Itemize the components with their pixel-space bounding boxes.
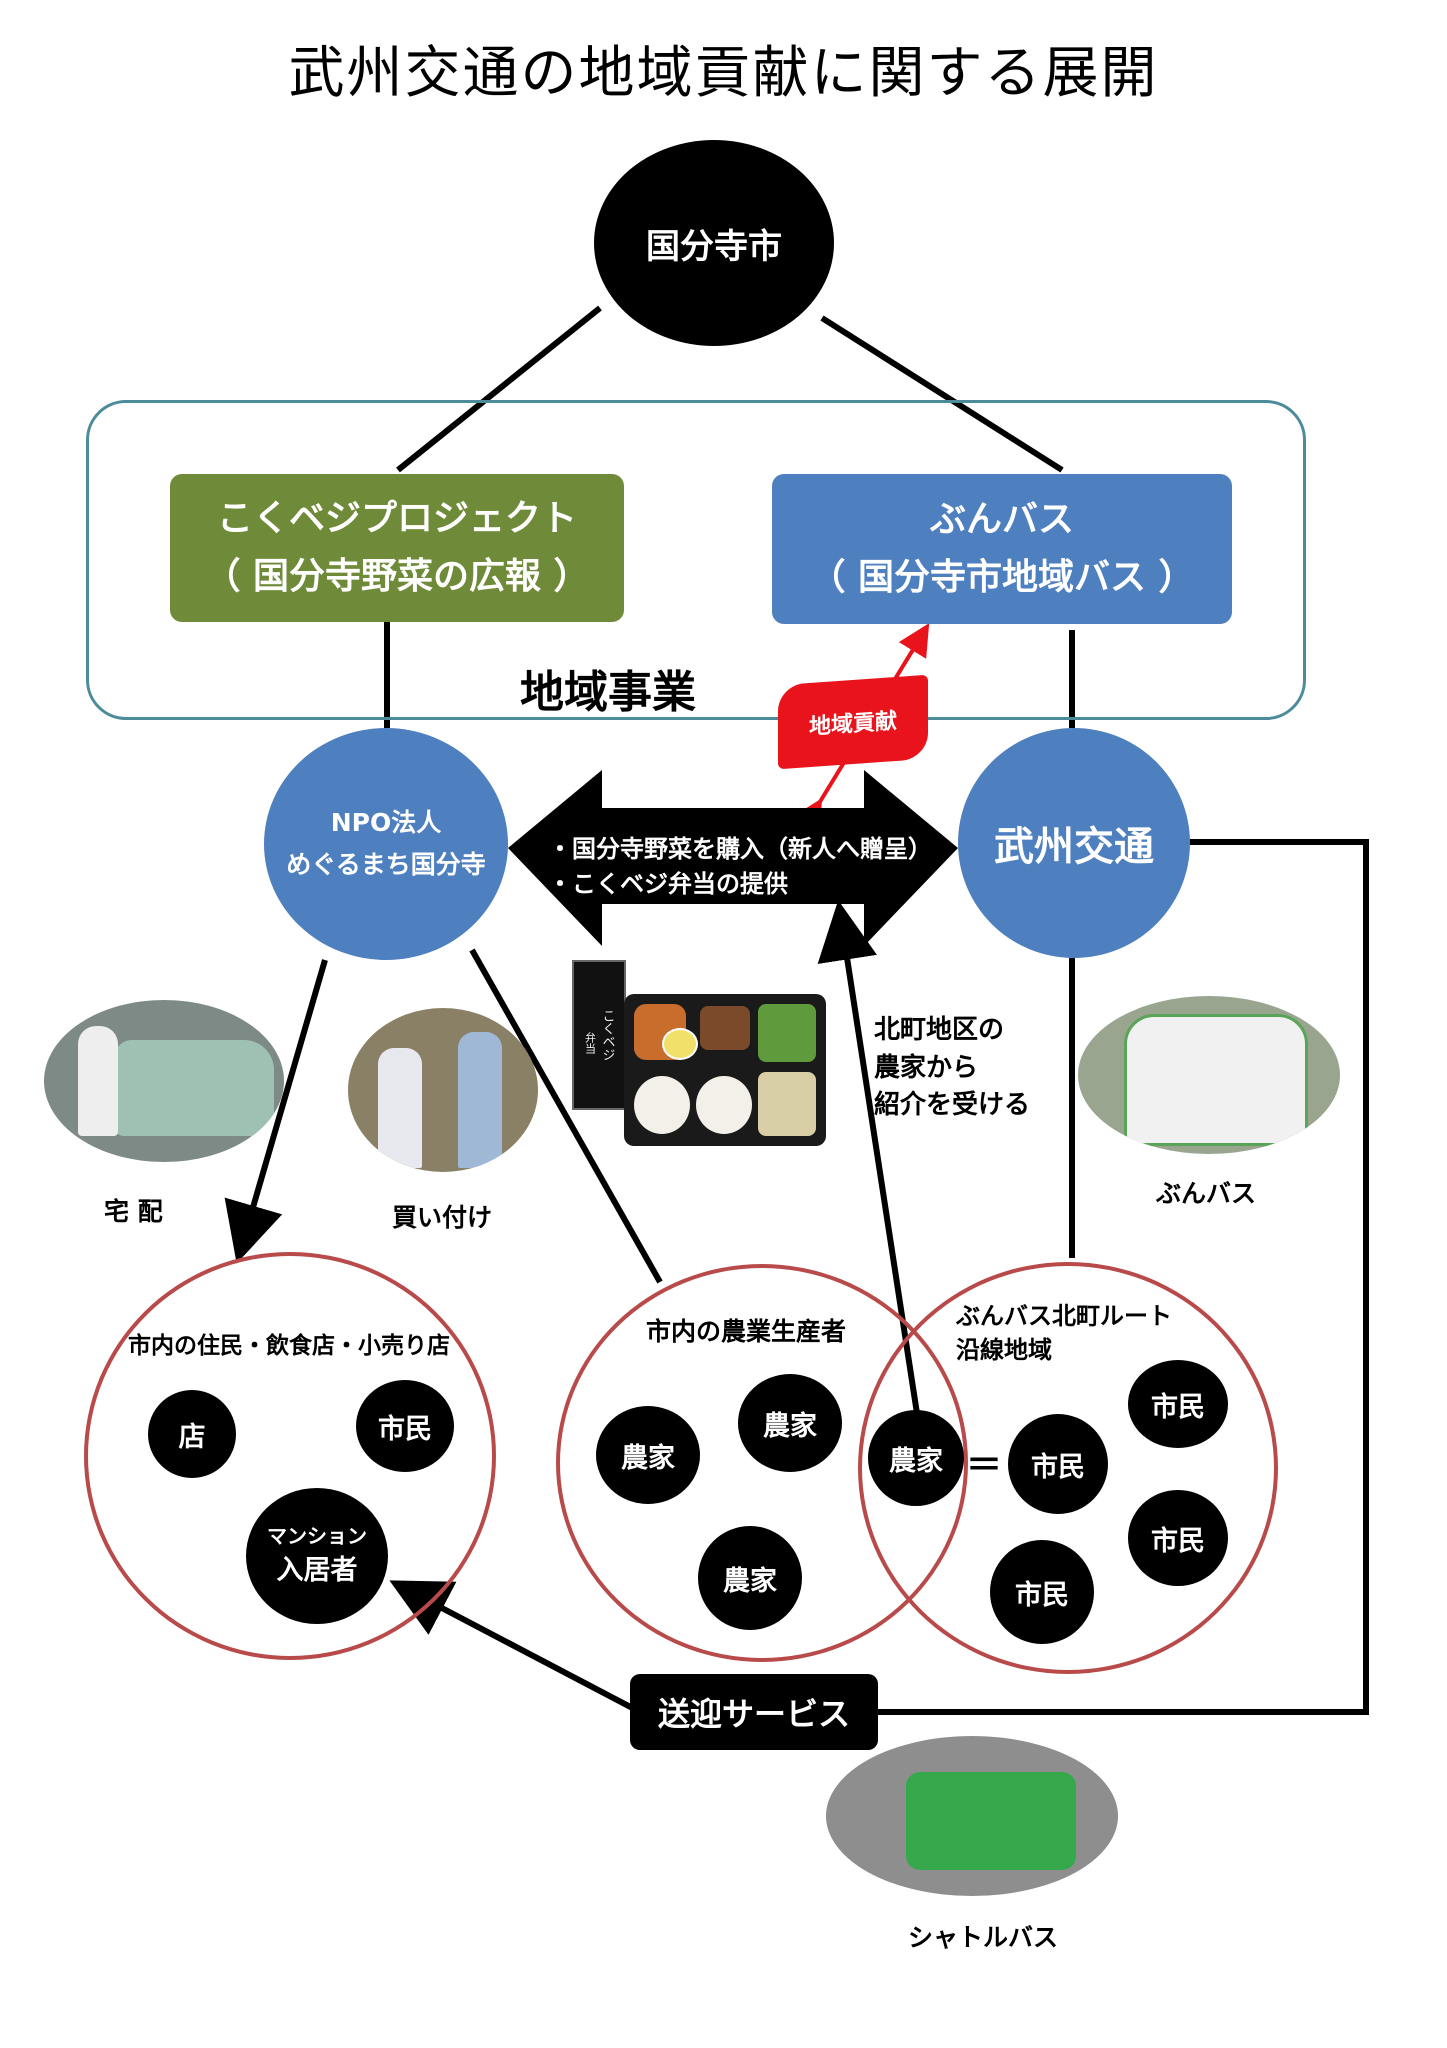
intro-line-1: 北町地区の bbox=[874, 1015, 1005, 1045]
kokuveji-subtitle: （ 国分寺野菜の広報 ） bbox=[204, 556, 590, 597]
farmer-node-3: 農家 bbox=[698, 1526, 802, 1630]
delivery-caption: 宅 配 bbox=[104, 1197, 163, 1226]
farmer-label-1: 農家 bbox=[621, 1442, 675, 1474]
bento-package-text: こくベジ bbox=[599, 1009, 615, 1061]
exchange-text: ・国分寺野菜を購入（新人へ贈呈） ・こくベジ弁当の提供 bbox=[548, 832, 932, 902]
npo-node: NPO法人 めぐるまち国分寺 bbox=[264, 728, 508, 960]
route-citizen-label-4: 市民 bbox=[1015, 1579, 1069, 1611]
route-citizen-node-3: 市民 bbox=[1128, 1490, 1228, 1586]
kokuveji-box: こくベジプロジェクト （ 国分寺野菜の広報 ） bbox=[170, 474, 624, 622]
contribution-flag: 地域貢献 bbox=[778, 674, 928, 770]
bunbus-subtitle: （ 国分寺市地域バス ） bbox=[809, 557, 1195, 598]
route-citizen-label-2: 市民 bbox=[1151, 1391, 1205, 1423]
line-npo-farmers bbox=[469, 948, 663, 1284]
bunbus-van bbox=[1124, 1014, 1308, 1146]
bunbus-title: ぶんバス bbox=[929, 499, 1074, 541]
shared-farmer-node: 農家 bbox=[868, 1410, 964, 1506]
page-title: 武州交通の地域貢献に関する展開 bbox=[288, 41, 1159, 106]
regional-business-region bbox=[86, 400, 1306, 720]
npo-label-line1: NPO法人 bbox=[330, 807, 442, 837]
intro-line-2: 農家から bbox=[874, 1052, 979, 1083]
kokuveji-title: こくベジプロジェクト bbox=[216, 498, 577, 540]
shuttle-photo bbox=[826, 1736, 1118, 1896]
route-citizen-node-2: 市民 bbox=[1128, 1360, 1228, 1448]
line-city-kokuveji bbox=[396, 305, 602, 473]
delivery-photo bbox=[44, 1000, 284, 1162]
npo-label-line2: めぐるまち国分寺 bbox=[286, 850, 486, 879]
residents-group-ring bbox=[84, 1252, 496, 1660]
farmers-group-title: 市内の農業生産者 bbox=[646, 1317, 847, 1346]
purchase-caption: 買い付け bbox=[392, 1203, 493, 1232]
bento-lunch-image bbox=[624, 994, 826, 1146]
pickup-service-box: 送迎サービス bbox=[630, 1674, 878, 1750]
bento-meat bbox=[700, 1006, 750, 1050]
delivery-person bbox=[78, 1026, 118, 1136]
bento-package-subtext: 弁当 bbox=[583, 1032, 597, 1054]
intro-text: 北町地区の 農家から 紹介を受ける bbox=[874, 1012, 1030, 1125]
intro-line-3: 紹介を受ける bbox=[874, 1090, 1031, 1121]
bunbus-photo bbox=[1078, 996, 1340, 1154]
mansion-label-line1: マンション bbox=[267, 1523, 367, 1548]
route-citizen-node-4: 市民 bbox=[990, 1540, 1094, 1644]
farmer-label-2: 農家 bbox=[763, 1410, 817, 1442]
purchase-photo bbox=[348, 1008, 538, 1172]
arrow-npo-delivery bbox=[224, 959, 328, 1264]
shared-farmer-label: 農家 bbox=[889, 1445, 943, 1477]
store-node: 店 bbox=[148, 1390, 236, 1478]
route-citizen-label-1: 市民 bbox=[1031, 1451, 1085, 1483]
bushu-label: 武州交通 bbox=[994, 824, 1154, 870]
city-label: 国分寺市 bbox=[646, 226, 782, 267]
route-citizen-node-1: 市民 bbox=[1008, 1414, 1108, 1514]
equals-sign: ＝ bbox=[966, 1445, 1003, 1486]
farmer-label-3: 農家 bbox=[723, 1565, 777, 1597]
resident-citizen-label: 市民 bbox=[378, 1413, 432, 1445]
route-group-ring bbox=[858, 1262, 1278, 1674]
bunbus-box: ぶんバス （ 国分寺市地域バス ） bbox=[772, 474, 1232, 624]
bento-salad bbox=[758, 1004, 816, 1062]
line-city-bunbus bbox=[820, 315, 1064, 473]
city-node: 国分寺市 bbox=[594, 140, 834, 346]
region-label: 地域事業 bbox=[520, 667, 696, 718]
store-label: 店 bbox=[178, 1421, 206, 1453]
route-title-line1: ぶんバス北町ルート bbox=[956, 1302, 1172, 1330]
shuttle-caption: シャトルバス bbox=[908, 1923, 1059, 1952]
exchange-item-2: ・こくベジ弁当の提供 bbox=[548, 869, 788, 898]
delivery-van bbox=[114, 1040, 274, 1136]
purchase-person-1 bbox=[378, 1048, 422, 1168]
route-title-line2: 沿線地域 bbox=[956, 1335, 1052, 1364]
bento-rice-ball-1 bbox=[634, 1076, 690, 1134]
farmer-node-2: 農家 bbox=[738, 1374, 842, 1472]
arrow-pickup-mansion bbox=[389, 1580, 642, 1715]
route-group-title: ぶんバス北町ルート 沿線地域 bbox=[956, 1300, 1172, 1367]
bunbus-caption: ぶんバス bbox=[1156, 1179, 1257, 1208]
bushu-node: 武州交通 bbox=[958, 728, 1190, 958]
mansion-resident-node: マンション 入居者 bbox=[246, 1488, 388, 1624]
shuttle-bus bbox=[906, 1772, 1076, 1870]
pickup-service-label: 送迎サービス bbox=[657, 1695, 850, 1733]
bento-package-image: こくベジ 弁当 bbox=[572, 960, 626, 1110]
bento-rice-ball-2 bbox=[696, 1076, 752, 1134]
exchange-item-1: ・国分寺野菜を購入（新人へ贈呈） bbox=[548, 835, 932, 863]
mansion-label-line2: 入居者 bbox=[276, 1554, 358, 1586]
line-bushu-shuttle bbox=[878, 839, 1369, 1715]
exchange-arrow bbox=[508, 770, 958, 946]
bento-egg bbox=[662, 1028, 698, 1060]
contribution-flag-label: 地域貢献 bbox=[808, 708, 897, 741]
farmer-node-1: 農家 bbox=[596, 1406, 700, 1504]
resident-citizen-node: 市民 bbox=[356, 1380, 454, 1472]
residents-group-title: 市内の住民・飲食店・小売り店 bbox=[128, 1333, 450, 1359]
bento-side-dish bbox=[758, 1072, 816, 1136]
route-citizen-label-3: 市民 bbox=[1151, 1525, 1205, 1557]
purchase-person-2 bbox=[458, 1032, 502, 1168]
